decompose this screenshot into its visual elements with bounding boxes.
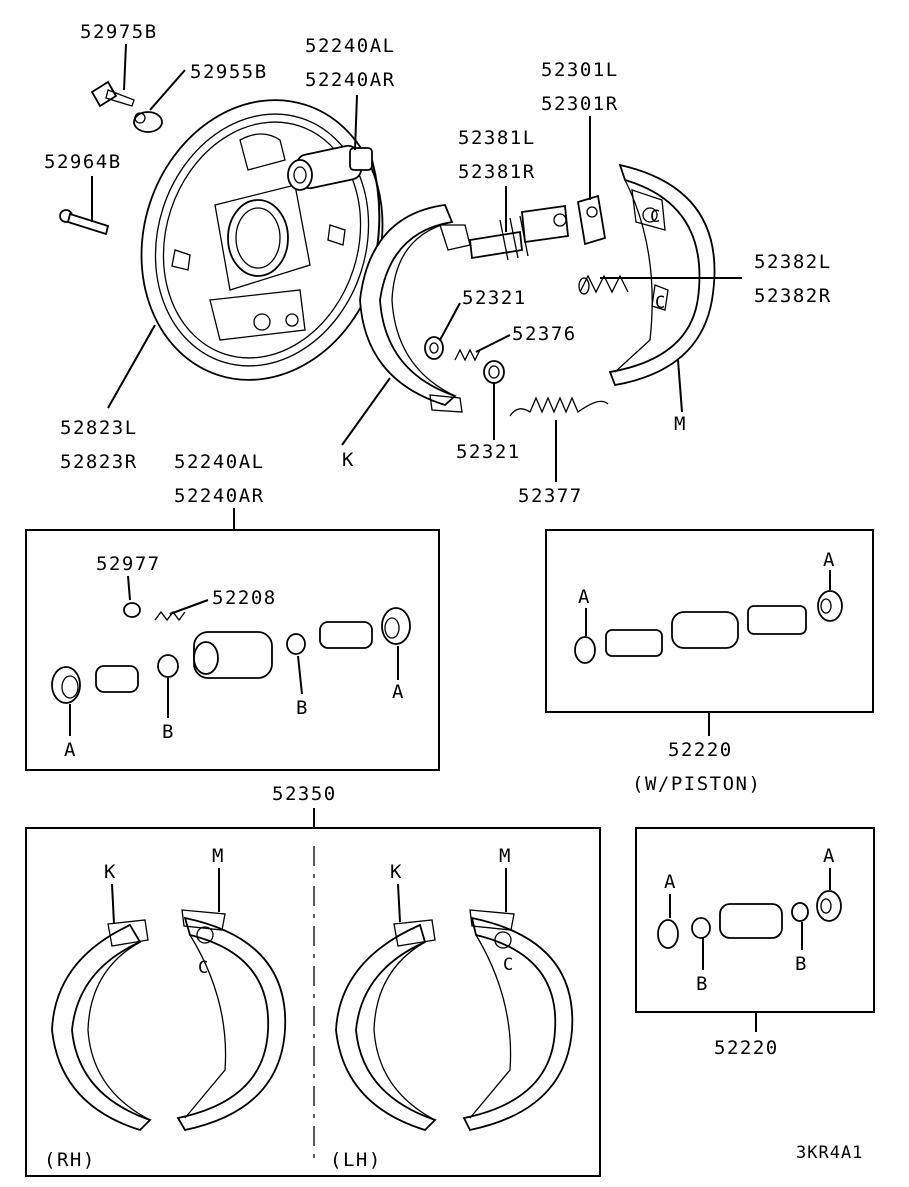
retainer-upper-part bbox=[424, 336, 444, 360]
label-K-upper: K bbox=[342, 449, 355, 471]
leader-lines bbox=[91, 43, 742, 530]
bolt-part bbox=[59, 209, 110, 236]
label-K-lh: K bbox=[390, 861, 403, 883]
label-52823R: 52823R bbox=[60, 451, 138, 473]
cylinder-box: A A B B 52220 bbox=[635, 827, 875, 1059]
label-52376: 52376 bbox=[512, 323, 577, 345]
label-M-upper: M bbox=[674, 413, 687, 435]
label-52321-upper: 52321 bbox=[462, 287, 527, 309]
spring-upper-part bbox=[578, 274, 629, 295]
label-B-cyl-left: B bbox=[696, 973, 709, 995]
label-A-right: A bbox=[392, 681, 405, 703]
label-52301R: 52301R bbox=[541, 93, 619, 115]
label-52964B: 52964B bbox=[44, 151, 122, 173]
label-52823L: 52823L bbox=[60, 417, 138, 439]
label-rh: (RH) bbox=[44, 1149, 96, 1171]
shoe-kit-box: 52350 K M K M C C (RH) (LH) bbox=[25, 783, 601, 1177]
label-B-right: B bbox=[296, 697, 309, 719]
upper-assembly: 52975B 52955B 52240AL 52240AR 52301L 523… bbox=[44, 21, 832, 530]
label-52381R: 52381R bbox=[458, 161, 536, 183]
adjuster-part bbox=[469, 204, 569, 261]
label-52377: 52377 bbox=[518, 485, 583, 507]
label-52382L: 52382L bbox=[754, 251, 832, 273]
piston-box: A A 52220 (W/PISTON) bbox=[545, 529, 874, 795]
label-A-piston-right: A bbox=[823, 549, 836, 571]
piston-box-title: 52220 bbox=[668, 739, 733, 761]
label-B-left: B bbox=[162, 721, 175, 743]
return-spring-part bbox=[509, 396, 609, 417]
label-52321-lower: 52321 bbox=[456, 441, 521, 463]
label-52975B: 52975B bbox=[80, 21, 158, 43]
label-52301L: 52301L bbox=[541, 59, 619, 81]
shoe-kit-title: 52350 bbox=[272, 783, 337, 805]
retainer-lower-part bbox=[483, 360, 505, 384]
bleeder-screw-part bbox=[90, 80, 135, 108]
box-title-52240AR: 52240AR bbox=[174, 485, 265, 507]
cylinder-box-title: 52220 bbox=[714, 1037, 779, 1059]
piston-box-subtitle: (W/PISTON) bbox=[632, 773, 761, 795]
label-A-left: A bbox=[64, 739, 77, 761]
lever-part bbox=[576, 194, 607, 246]
label-52381L: 52381L bbox=[458, 127, 536, 149]
label-52955B: 52955B bbox=[190, 61, 268, 83]
wheel-cylinder-part bbox=[287, 144, 373, 191]
label-C-upper: C bbox=[650, 207, 661, 227]
label-B-cyl-right: B bbox=[795, 953, 808, 975]
brake-shoe-m-part bbox=[608, 163, 716, 387]
label-K-rh: K bbox=[104, 861, 117, 883]
label-C-rh: C bbox=[198, 958, 209, 978]
label-52208: 52208 bbox=[212, 587, 277, 609]
label-A-piston-left: A bbox=[578, 586, 591, 608]
label-M-rh: M bbox=[212, 845, 225, 867]
label-C-lh: C bbox=[503, 955, 514, 975]
drawing-code: 3KR4A1 bbox=[796, 1143, 863, 1163]
box-title-52240AL: 52240AL bbox=[174, 451, 265, 473]
label-52240AL: 52240AL bbox=[305, 35, 396, 57]
label-A-cyl-left: A bbox=[664, 871, 677, 893]
label-A-cyl-right: A bbox=[823, 845, 836, 867]
label-52382R: 52382R bbox=[754, 285, 832, 307]
label-lh: (LH) bbox=[330, 1149, 382, 1171]
label-M-lh: M bbox=[499, 845, 512, 867]
hold-down-spring-part bbox=[454, 348, 481, 362]
label-C-upper-2: C bbox=[655, 293, 666, 313]
bleeder-cap-part bbox=[133, 111, 163, 133]
label-52240AR: 52240AR bbox=[305, 69, 396, 91]
wheel-cylinder-box: 52240AL 52240AR 52977 52208 A A B B bbox=[25, 451, 440, 771]
brake-shoe-k-part bbox=[359, 204, 471, 413]
label-52977: 52977 bbox=[96, 553, 161, 575]
